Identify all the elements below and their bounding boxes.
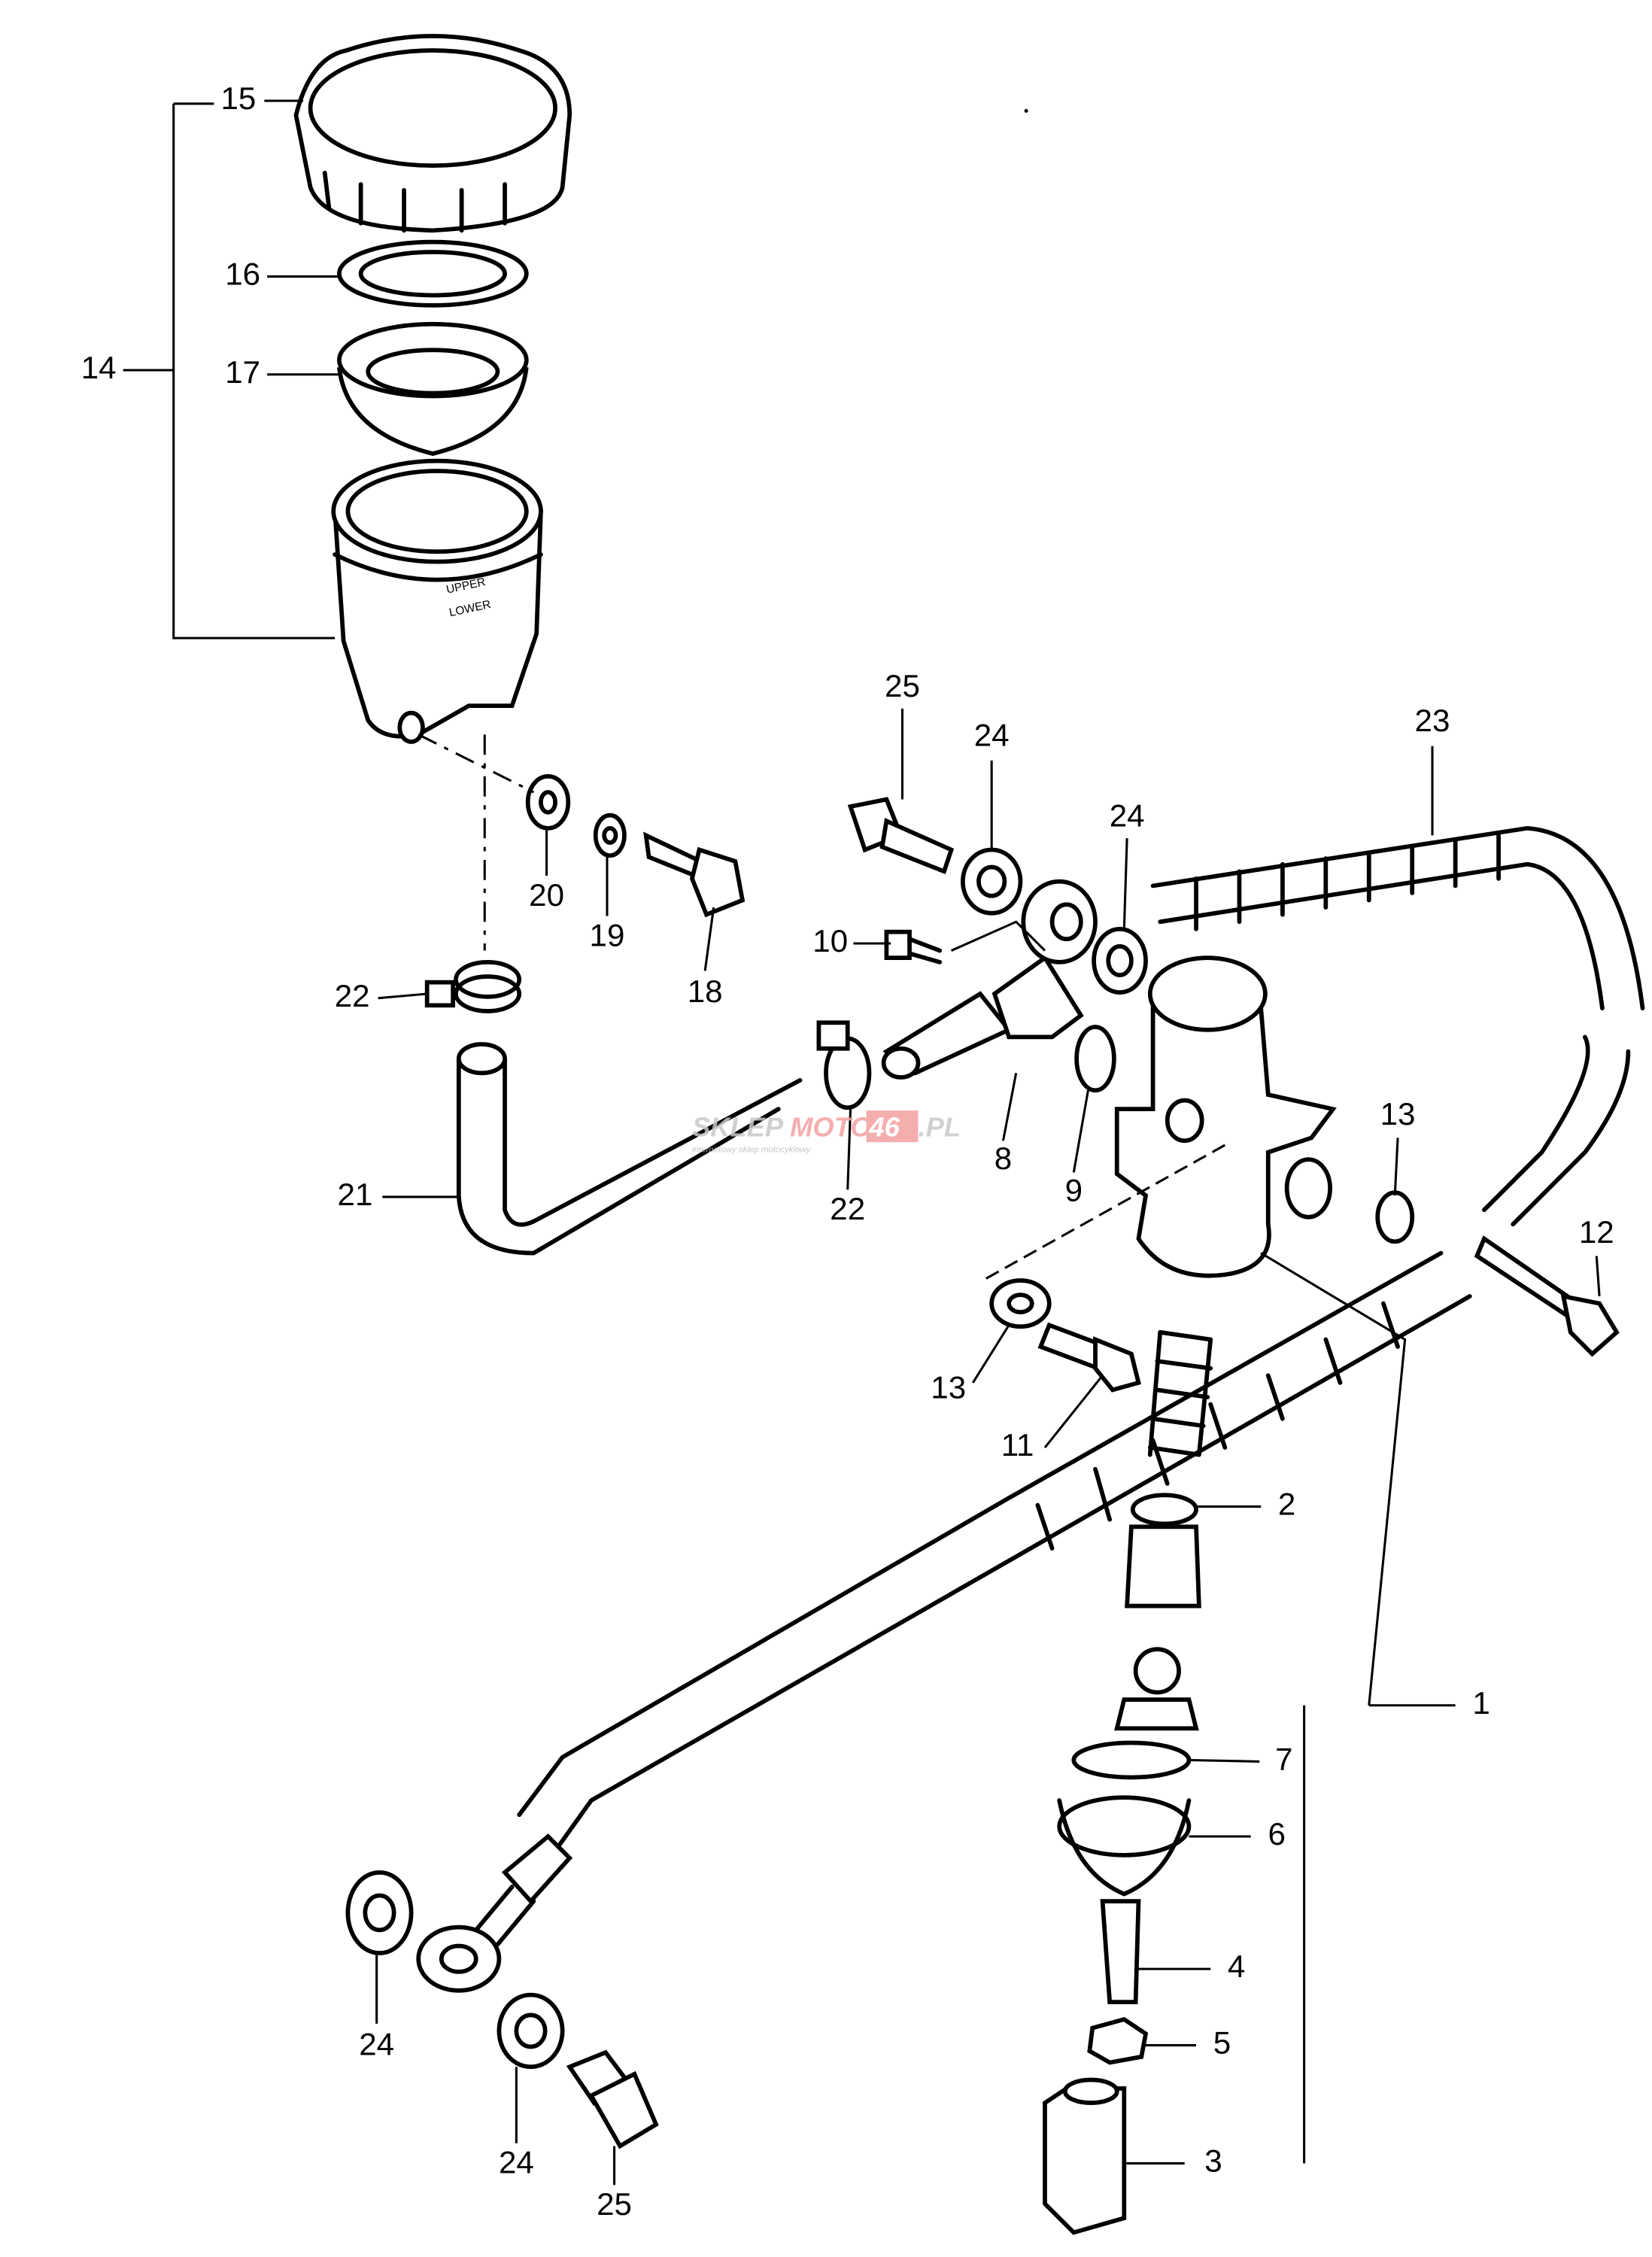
banjo-bolt-25-lower xyxy=(566,2049,659,2149)
label-22-upper: 22 xyxy=(335,978,370,1013)
lock-washer-19 xyxy=(593,813,627,858)
screw-10 xyxy=(884,929,943,964)
label-25-lower: 25 xyxy=(597,2186,632,2222)
hose-joint-8 xyxy=(881,955,1084,1080)
push-rod-boot xyxy=(1057,1647,1199,1897)
label-1: 1 xyxy=(1472,1685,1490,1721)
label-9: 9 xyxy=(1065,1172,1083,1207)
reservoir-tank: UPPER LOWER xyxy=(331,458,543,744)
bolt-18 xyxy=(643,831,746,918)
diaphragm xyxy=(337,321,529,457)
brake-hose-23 xyxy=(1150,825,1645,1227)
label-4: 4 xyxy=(1228,1949,1245,1984)
reservoir-cap xyxy=(293,33,572,233)
master-cylinder-body xyxy=(1114,955,1337,1278)
label-19: 19 xyxy=(590,917,625,952)
label-11: 11 xyxy=(1001,1427,1034,1463)
washer-13-left xyxy=(989,1278,1052,1329)
piston-2 xyxy=(1125,1493,1201,1608)
label-24-a: 24 xyxy=(974,717,1010,752)
o-ring-9 xyxy=(1074,1025,1116,1093)
spring xyxy=(1147,1330,1213,1457)
label-22-lower: 22 xyxy=(830,1191,865,1226)
bolt-11 xyxy=(1037,1322,1141,1393)
label-17: 17 xyxy=(225,354,260,390)
diaphragm-plate xyxy=(337,239,529,308)
watermark-tagline: internetowy sklep motocyklowy xyxy=(692,1146,812,1155)
label-13-left: 13 xyxy=(931,1370,966,1405)
label-7: 7 xyxy=(1275,1742,1292,1777)
leader-lines xyxy=(123,99,1601,2186)
label-6: 6 xyxy=(1268,1816,1286,1851)
washer-20 xyxy=(525,774,571,831)
circlip-7 xyxy=(1071,1740,1192,1780)
label-24-d: 24 xyxy=(499,2145,534,2180)
bolt-12 xyxy=(1474,1235,1620,1357)
label-18: 18 xyxy=(688,974,723,1009)
washer-24-lower-b xyxy=(497,1992,565,2070)
label-3: 3 xyxy=(1204,2143,1222,2179)
washer-24-lower-a xyxy=(345,1870,414,1955)
label-16: 16 xyxy=(225,257,260,292)
hose-clamp-22-upper xyxy=(424,960,522,1013)
brake-hose-1 xyxy=(416,1250,1472,1993)
push-rod-4 xyxy=(1100,1899,1141,2005)
watermark-46: 46 xyxy=(868,1112,900,1143)
label-2: 2 xyxy=(1278,1487,1295,1522)
watermark-sklep: SKLEP xyxy=(692,1112,784,1143)
clevis-3 xyxy=(1043,2077,1127,2235)
label-23: 23 xyxy=(1415,703,1450,738)
label-10: 10 xyxy=(812,923,848,958)
label-25-upper: 25 xyxy=(885,668,920,703)
part-labels: 1 2 3 4 5 6 7 8 9 10 11 12 13 13 14 15 1… xyxy=(81,80,1614,2222)
label-14: 14 xyxy=(81,350,117,385)
washer-24-upper-b xyxy=(1092,926,1148,995)
label-5: 5 xyxy=(1213,2025,1231,2061)
label-15: 15 xyxy=(220,80,256,116)
label-24-b: 24 xyxy=(1110,798,1145,834)
watermark-pl: .PL xyxy=(919,1112,961,1143)
nut-5 xyxy=(1087,2016,1149,2065)
label-24-c: 24 xyxy=(359,2027,394,2062)
washer-24-upper-a xyxy=(961,847,1023,916)
label-8: 8 xyxy=(995,1141,1012,1176)
washer-13-right xyxy=(1375,1190,1415,1244)
label-13-right: 13 xyxy=(1380,1096,1416,1132)
watermark-logo: SKLEP MOTO 46 .PL internetowy sklep moto… xyxy=(692,1110,961,1155)
banjo-fitting xyxy=(1021,879,1098,964)
label-21: 21 xyxy=(338,1177,373,1212)
hose-21 xyxy=(456,1042,803,1256)
banjo-bolt-25-upper xyxy=(847,797,955,875)
label-12: 12 xyxy=(1579,1214,1614,1250)
hose-clamp-22-lower xyxy=(816,1020,872,1110)
watermark-moto: MOTO xyxy=(790,1112,871,1143)
label-20: 20 xyxy=(529,877,564,913)
